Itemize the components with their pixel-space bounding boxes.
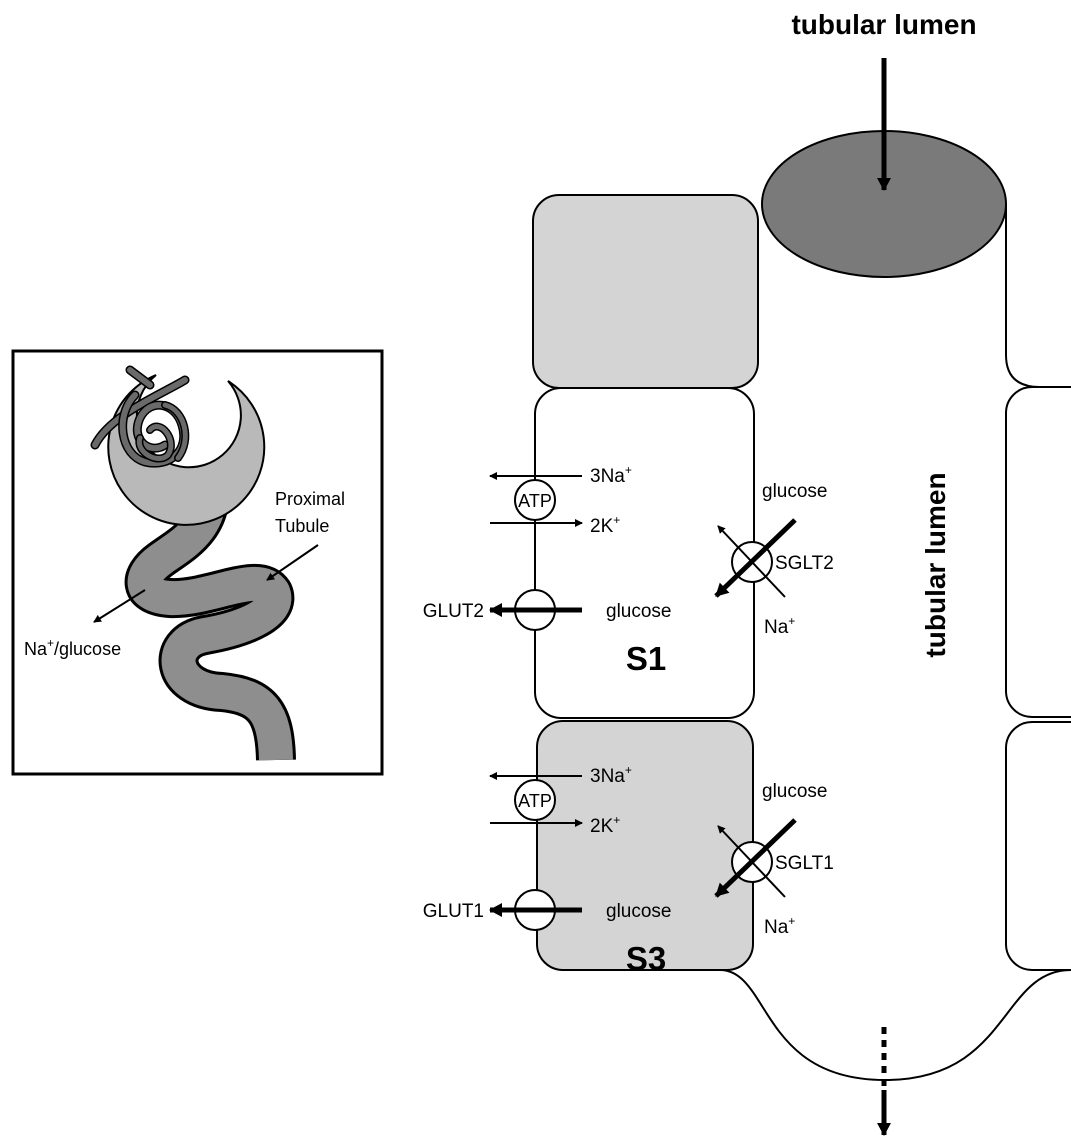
glut-label: GLUT1 [423, 901, 484, 922]
glucose-lumen-label: glucose [762, 781, 828, 802]
na-glucose-label: Na+/glucose [24, 636, 121, 659]
glucose-lumen-label: glucose [762, 481, 828, 502]
inset-frame [13, 351, 382, 774]
glucose-cell-label: glucose [606, 901, 672, 922]
segment-name: S1 [626, 640, 666, 677]
cell-right-bottom [1006, 722, 1071, 970]
cell-top-left [533, 195, 758, 388]
segment-name: S3 [626, 940, 666, 977]
atp-label: ATP [518, 491, 552, 511]
cell-right-top [1006, 204, 1071, 387]
proximal-label-1: Proximal [275, 489, 345, 509]
side-lumen-label: tubular lumen [920, 472, 951, 657]
nephron-inset: Proximal Tubule Na+/glucose [13, 351, 382, 774]
top-lumen-label: tubular lumen [791, 9, 976, 40]
glucose-cell-label: glucose [606, 601, 672, 622]
na-lumen-label: Na+ [764, 914, 795, 938]
proximal-label-2: Tubule [275, 516, 329, 536]
cell-right-middle [1006, 387, 1071, 717]
cell-s3 [537, 721, 753, 970]
na-lumen-label: Na+ [764, 614, 795, 638]
atp-label: ATP [518, 791, 552, 811]
tubule-cross-section: tubular lumen tubular lumen 3Na+ATP2K+GL… [423, 9, 1071, 1135]
sglt-label: SGLT1 [775, 853, 834, 874]
lumen-bottom-bulge [720, 970, 1071, 1080]
sglt-label: SGLT2 [775, 553, 834, 574]
glut-label: GLUT2 [423, 601, 484, 622]
